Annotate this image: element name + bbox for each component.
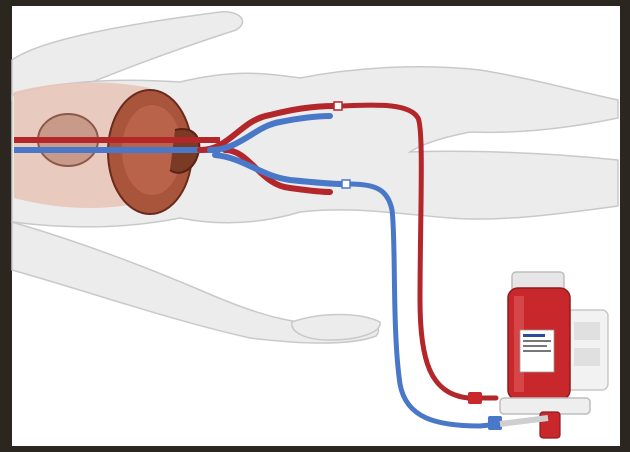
ecmo-illustration [0, 0, 630, 452]
illustration-frame [0, 0, 630, 452]
